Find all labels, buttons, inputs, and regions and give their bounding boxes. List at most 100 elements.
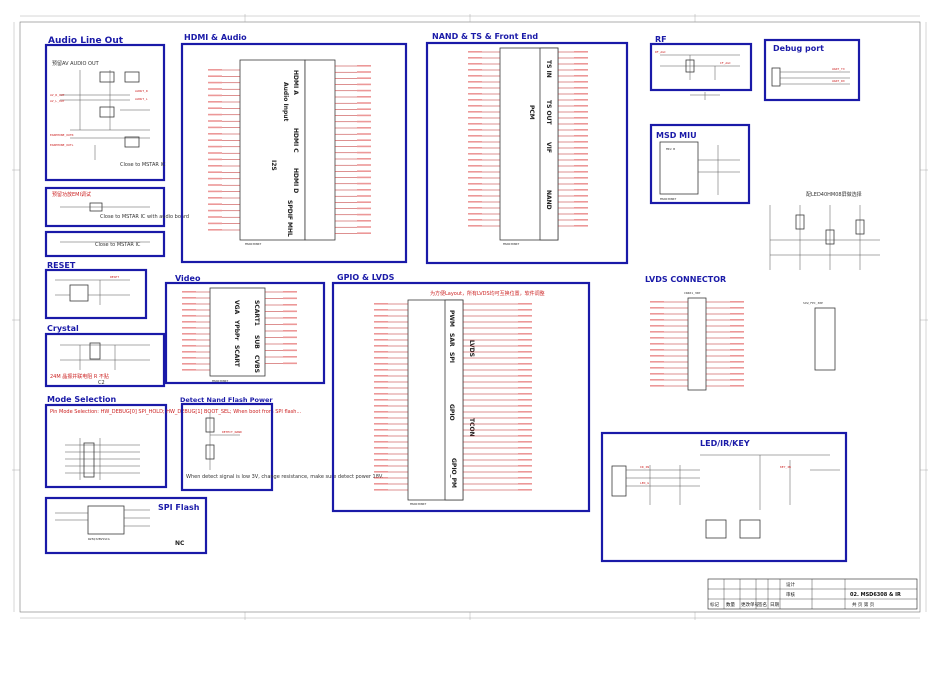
gpio-bus: GPIO	[448, 404, 455, 421]
net-label	[518, 411, 532, 413]
net-label	[357, 220, 371, 222]
net-label	[468, 171, 482, 173]
net-label	[374, 315, 388, 317]
block-title: RF	[655, 35, 667, 44]
net-label	[518, 381, 532, 383]
net-label	[208, 184, 222, 186]
net-label	[468, 189, 482, 191]
net-label	[730, 325, 744, 327]
lvds-conn2: SCW_FPC_30P	[803, 301, 823, 305]
net-label	[468, 147, 482, 149]
net-label	[374, 453, 388, 455]
net-label	[650, 319, 664, 321]
nand-bus: PCM	[528, 105, 535, 120]
block-msd-miu: MSD MIU MIU B MSD6308RT	[649, 123, 751, 205]
gpio-note: 为方便Layout，所有LVDS均可互换位置，软件调整	[430, 290, 545, 297]
svg-text:AUOUT_L: AUOUT_L	[135, 97, 148, 101]
net-label	[574, 123, 588, 125]
net-label	[283, 330, 297, 332]
tb-sign: 签名	[758, 601, 767, 608]
net-label	[283, 310, 297, 313]
net-label	[650, 331, 664, 333]
block-title: LVDS CONNECTOR	[645, 275, 726, 284]
net-label	[357, 207, 371, 210]
net-label	[182, 327, 196, 329]
net-label	[518, 477, 532, 479]
net-label	[574, 195, 588, 197]
net-label	[518, 399, 532, 401]
net-label	[374, 411, 388, 413]
net-label	[518, 417, 532, 419]
net-label	[208, 139, 222, 141]
gpio-bus: SPI	[448, 352, 455, 363]
net-label	[208, 133, 222, 135]
net-label	[357, 120, 371, 123]
crystal-note: 24M 晶振并联电阻 R 不贴	[50, 373, 109, 380]
net-label	[730, 385, 744, 387]
net-label	[574, 135, 588, 137]
net-label	[518, 315, 532, 317]
svg-text:EARPHONE_OUTR: EARPHONE_OUTR	[50, 133, 74, 137]
net-label	[374, 435, 388, 437]
nand-chip: MSD6308RT	[503, 242, 519, 246]
net-label	[574, 57, 588, 59]
lvds-note: 配LED40HM08屏做选择	[806, 191, 862, 198]
spi-nc: NC	[175, 540, 185, 547]
nand-bus: VIF	[545, 142, 552, 153]
net-label	[574, 63, 588, 65]
net-label	[208, 113, 222, 116]
net-label	[283, 362, 297, 365]
net-label	[650, 355, 664, 357]
net-label	[574, 225, 588, 227]
tb-mark: 标记	[710, 601, 719, 608]
net-label	[357, 170, 371, 172]
net-label	[374, 417, 388, 419]
net-label	[357, 201, 371, 203]
net-label	[357, 65, 371, 67]
net-label	[208, 75, 222, 77]
block-mode-selection: Mode Selection Pin Mode Selection: HW_DE…	[44, 395, 302, 489]
net-label	[208, 222, 222, 225]
net-label	[182, 357, 196, 359]
net-label	[357, 96, 371, 98]
net-label	[208, 165, 222, 167]
net-label	[182, 351, 196, 353]
net-label	[468, 141, 482, 143]
net-label	[730, 373, 744, 375]
net-label	[357, 89, 371, 92]
net-label	[374, 345, 388, 347]
net-label	[468, 99, 482, 101]
video-bus: YPbPr	[233, 319, 240, 340]
svg-text:AV_L_OUT: AV_L_OUT	[50, 99, 65, 103]
close-note: Close to MSTAR IC with audio board	[100, 214, 189, 220]
net-label	[208, 203, 222, 205]
net-label	[574, 201, 588, 203]
net-label	[208, 120, 222, 122]
net-label	[374, 489, 388, 491]
net-label	[518, 435, 532, 437]
net-label	[357, 232, 371, 234]
block-title: Crystal	[47, 324, 79, 333]
net-label	[208, 145, 222, 148]
net-label	[468, 183, 482, 185]
net-label	[650, 385, 664, 387]
net-label	[468, 165, 482, 167]
net-label	[468, 213, 482, 215]
net-label	[468, 225, 482, 227]
audio-note: 预留AV AUDIO OUT	[52, 60, 100, 67]
block-title: HDMI & Audio	[184, 33, 247, 42]
net-label	[182, 321, 196, 323]
net-label	[468, 105, 482, 107]
net-label	[574, 51, 588, 53]
net-label	[574, 189, 588, 191]
gpio-chip: MSD6308RT	[410, 502, 426, 506]
net-label	[518, 387, 532, 389]
net-label	[518, 459, 532, 461]
net-label	[468, 129, 482, 131]
video-chip: MSD6308RT	[212, 379, 228, 383]
net-label	[518, 363, 532, 365]
title-block: 设计 审核 标记 数量 更改单号 签名 日期 02. MSD6308 & IR …	[707, 578, 918, 610]
net-label	[283, 291, 297, 293]
net-label	[574, 153, 588, 155]
